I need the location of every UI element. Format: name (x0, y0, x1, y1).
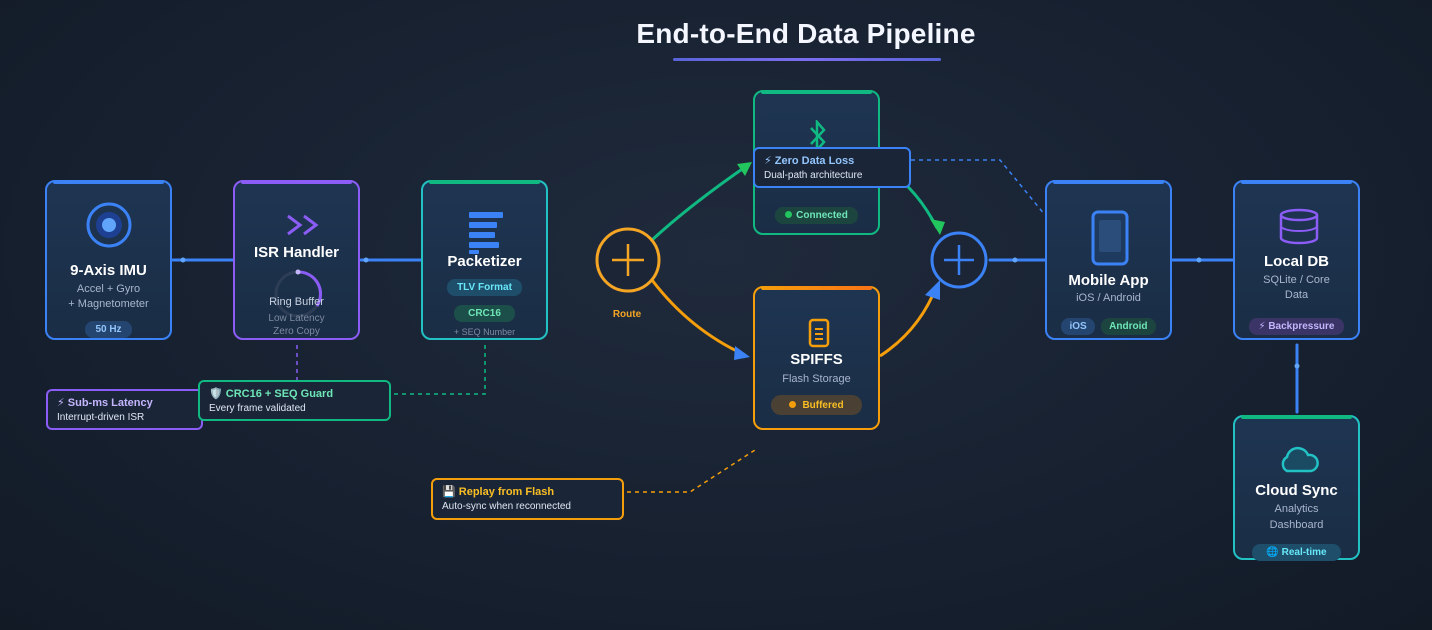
node-title: ISR Handler (253, 244, 340, 261)
status-text: Connected (796, 210, 848, 221)
leader-replay (627, 449, 756, 493)
platform-tag-ios: iOS (1061, 318, 1095, 335)
node-local-db[interactable]: Local DB SQLite / Core Data ⚡ Backpressu… (1233, 180, 1360, 340)
note-desc: Interrupt-driven ISR (57, 412, 145, 423)
node-title: SPIFFS (790, 351, 843, 368)
cloud-icon (1281, 446, 1319, 473)
bluetooth-icon (810, 120, 826, 154)
node-subtitle: Analytics (1274, 503, 1319, 515)
note-replay-flash: 💾 Replay from Flash Auto-sync when recon… (431, 478, 624, 520)
node-packetizer[interactable]: Packetizer TLV Format CRC16 + SEQ Number (421, 180, 548, 340)
node-title: Local DB (1263, 253, 1329, 270)
status-text: Buffered (802, 400, 844, 411)
node-title: Mobile App (1068, 272, 1149, 289)
node-spiffs[interactable]: SPIFFS Flash Storage Buffered (753, 286, 880, 430)
node-subtitle: Data (1284, 289, 1309, 301)
note-latency: ⚡ Sub-ms Latency Interrupt-driven ISR (46, 389, 203, 430)
target-icon (86, 202, 132, 248)
database-icon (1279, 208, 1319, 245)
node-title: Packetizer (447, 253, 522, 270)
format-badge: TLV Format (447, 279, 522, 296)
leader-zero-loss (911, 159, 1046, 216)
node-subtitle: Dashboard (1269, 519, 1324, 531)
status-dot (785, 211, 793, 218)
file-icon (808, 318, 830, 348)
note-title: ⚡ Zero Data Loss (764, 155, 855, 167)
note-desc: Every frame validated (209, 403, 306, 414)
realtime-badge: 🌐 Real-time (1252, 544, 1341, 561)
buffer-status-badge: Buffered (789, 396, 844, 415)
stack-icon (469, 212, 503, 254)
node-subtitle: + SEQ Number (453, 327, 516, 337)
node-subtitle: + Magnetometer (68, 298, 149, 310)
crc-badge: CRC16 (454, 305, 515, 322)
node-subtitle: SQLite / Core (1263, 274, 1330, 286)
double-chevron-icon (287, 214, 319, 236)
node-mobile-app[interactable]: Mobile App iOS / Android iOS Android (1045, 180, 1172, 340)
connection-status-badge: Connected (775, 207, 858, 224)
note-desc: Auto-sync when reconnected (442, 501, 571, 512)
note-title: 🛡️ CRC16 + SEQ Guard (209, 388, 334, 400)
node-title: Cloud Sync (1255, 482, 1338, 499)
page-title: End-to-End Data Pipeline (636, 18, 976, 49)
node-title: 9-Axis IMU (70, 262, 147, 279)
note-title: 💾 Replay from Flash (442, 486, 555, 498)
backpressure-badge: ⚡ Backpressure (1248, 318, 1345, 335)
status-dot (789, 401, 797, 408)
leader-crc (391, 345, 486, 395)
node-isr-handler[interactable]: ISR Handler Ring Buffer Low Latency Zero… (233, 180, 360, 340)
gauge-icon (274, 269, 323, 318)
path-route-spiffs (650, 279, 746, 357)
node-cloud-sync[interactable]: Cloud Sync Analytics Dashboard 🌐 Real-ti… (1233, 415, 1360, 561)
note-desc: Dual-path architecture (764, 170, 863, 181)
node-subtitle: Zero Copy (273, 326, 320, 337)
ring-buffer-label: Ring Buffer (269, 296, 324, 308)
route-label: Route (612, 309, 642, 320)
note-title: ⚡ Sub-ms Latency (57, 397, 153, 409)
node-subtitle: Accel + Gyro (76, 283, 141, 295)
plus-circle-icon (595, 227, 661, 293)
node-imu[interactable]: 9-Axis IMU Accel + Gyro + Magnetometer 5… (45, 180, 172, 340)
path-route-ble (650, 163, 749, 242)
plus-circle-icon (930, 231, 988, 289)
phone-icon (1091, 210, 1129, 266)
note-crc-guard: 🛡️ CRC16 + SEQ Guard Every frame validat… (198, 380, 391, 421)
platform-tag-android: Android (1101, 318, 1156, 335)
node-subtitle: Flash Storage (782, 373, 851, 385)
rate-badge: 50 Hz (85, 321, 132, 338)
note-zero-data-loss: ⚡ Zero Data Loss Dual-path architecture (753, 147, 911, 188)
node-subtitle: iOS / Android (1076, 292, 1141, 304)
node-subtitle: Low Latency (268, 313, 325, 324)
title-underline (673, 58, 941, 61)
